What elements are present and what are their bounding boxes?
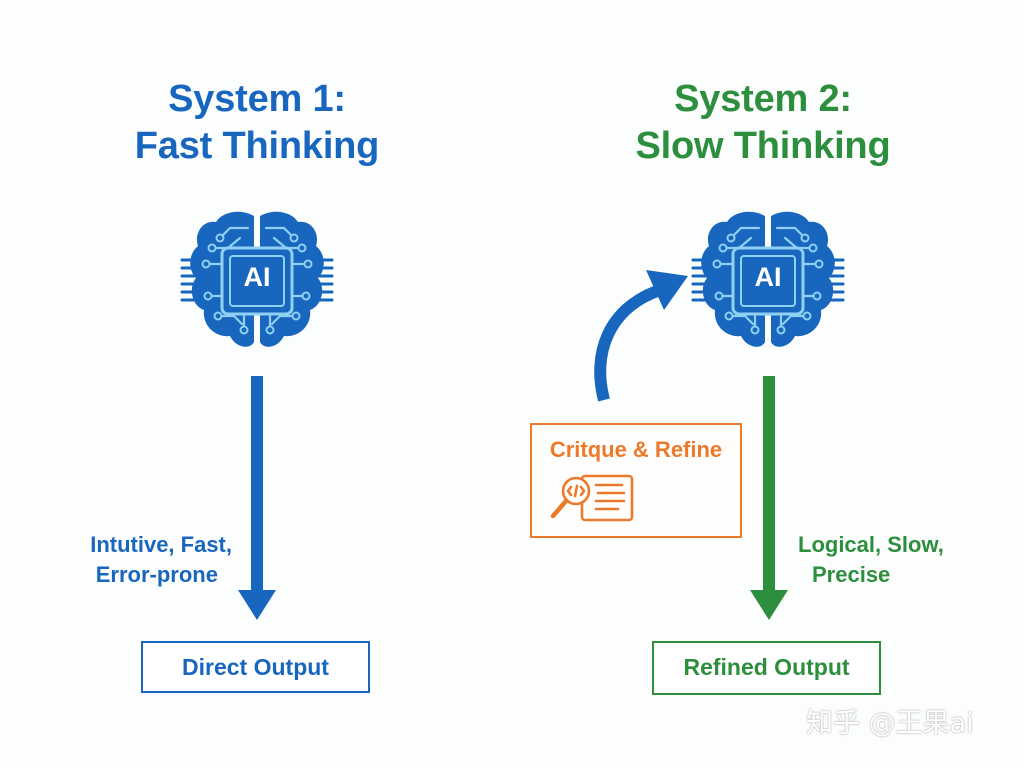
- system1-title-line2: Fast Thinking: [134, 125, 380, 167]
- code-review-magnifier-icon: [546, 471, 638, 527]
- system2-description-line2: Precise: [812, 562, 891, 587]
- system2-title-line2: Slow Thinking: [635, 125, 891, 167]
- system2-ai-brain-icon: [689, 208, 847, 356]
- system2-output-box: Refined Output: [652, 641, 881, 695]
- system1-title-line1: System 1:: [168, 78, 346, 120]
- system1-ai-label: AI: [243, 262, 271, 292]
- critique-refine-box: Critque & Refine: [530, 423, 742, 538]
- system1-title: System 1: Fast Thinking: [47, 76, 467, 170]
- system1-ai-brain-icon: [178, 208, 336, 356]
- system1-output-box: Direct Output: [141, 641, 370, 693]
- system2-ai-label: AI: [754, 262, 782, 292]
- system2-description: Logical, Slow, Precise: [798, 530, 988, 590]
- system1-description: Intutive, Fast, Error-prone: [60, 530, 232, 590]
- system1-down-arrow: [236, 376, 278, 622]
- system2-down-arrow: [748, 376, 790, 622]
- system2-description-line1: Logical, Slow,: [798, 532, 944, 557]
- system2-title-line1: System 2:: [674, 78, 852, 120]
- critique-refine-label: Critque & Refine: [549, 437, 723, 462]
- watermark: 知乎 @王果ai: [806, 708, 974, 739]
- system1-description-line1: Intutive, Fast,: [90, 532, 232, 557]
- system2-title: System 2: Slow Thinking: [553, 76, 973, 170]
- system1-description-line2: Error-prone: [95, 562, 218, 587]
- feedback-curved-arrow: [584, 262, 694, 404]
